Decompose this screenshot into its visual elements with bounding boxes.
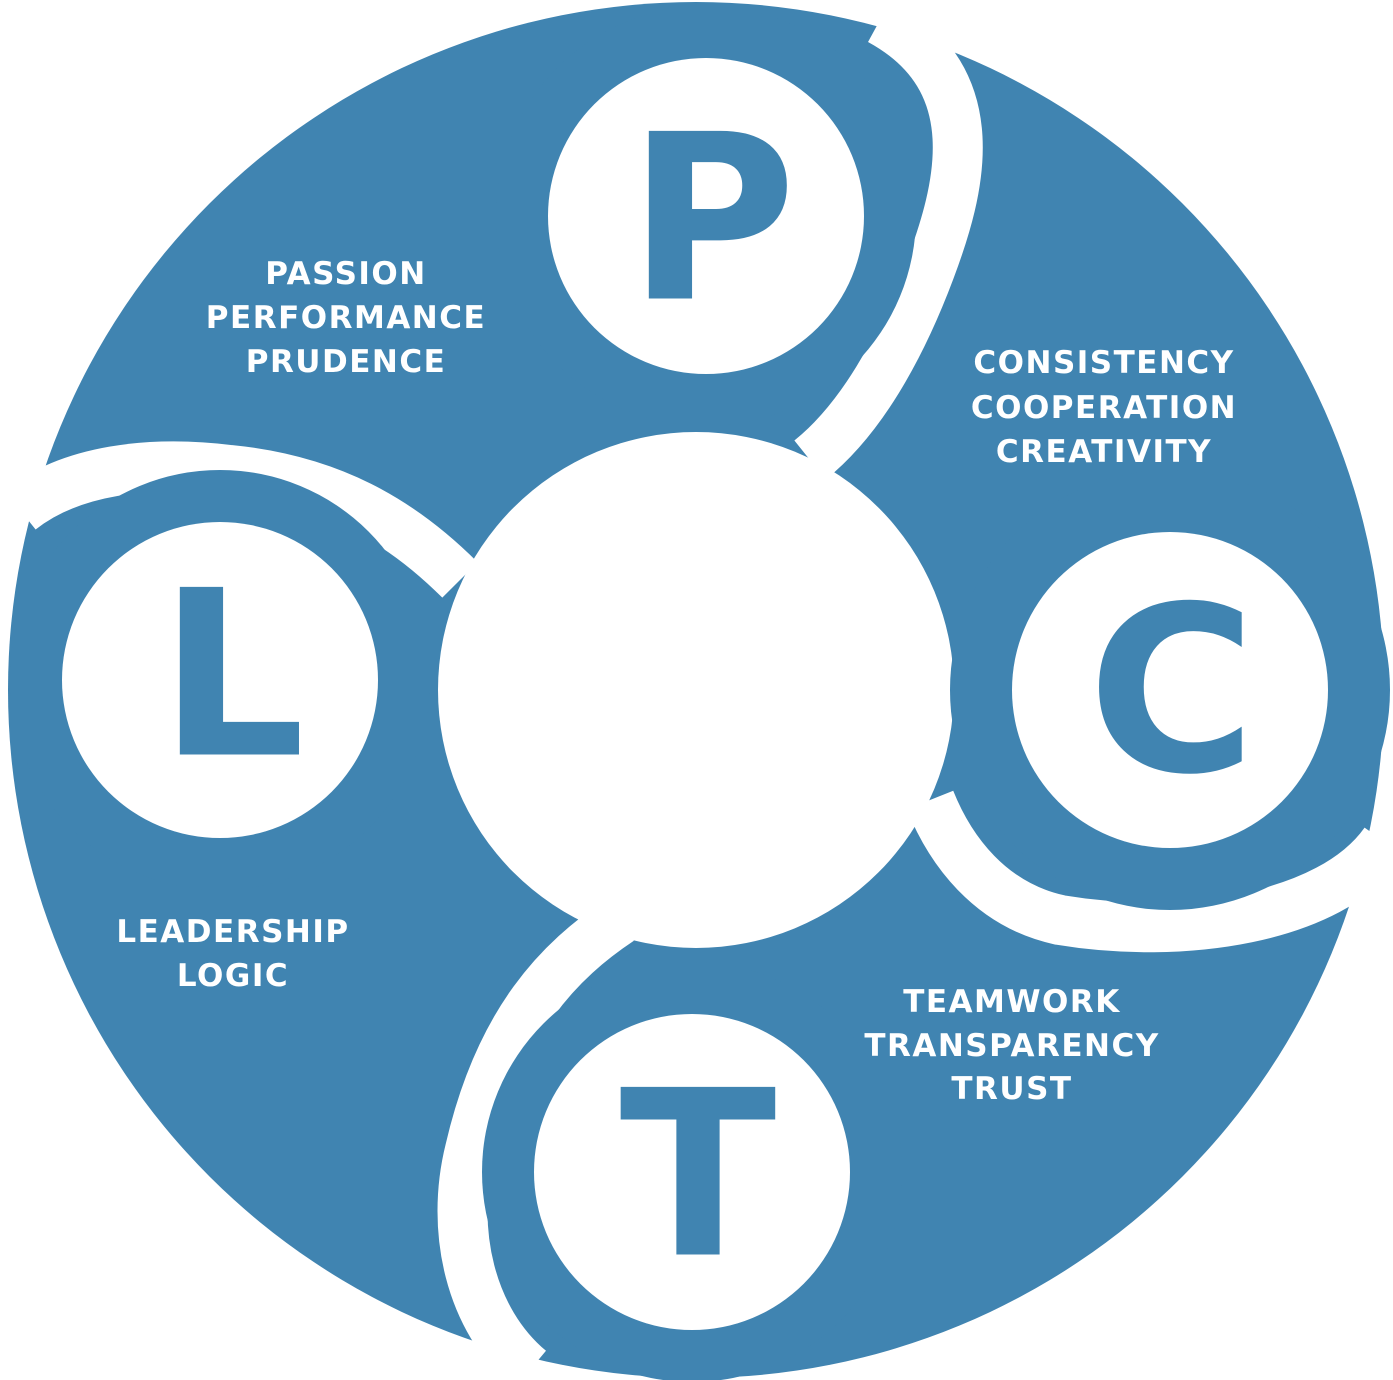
value-text: TEAMWORK [903,984,1121,1020]
value-text: PASSION [265,256,426,292]
value-text: TRUST [951,1071,1072,1107]
values-t: TEAMWORK TRANSPARENCY TRUST [864,984,1159,1107]
value-text: PRUDENCE [246,344,447,380]
center-hub [438,432,954,948]
c-circle [1012,532,1328,848]
letter-t: T [620,1043,777,1310]
letters: P C T L [159,87,1257,1310]
t-circle [534,1014,850,1330]
value-text: PERFORMANCE [206,300,486,336]
value-text: LOGIC [177,958,289,994]
channel-top-left [4,441,478,598]
values-c: CONSISTENCY COOPERATION CREATIVITY [971,345,1237,470]
letter-circles [10,6,1390,1380]
value-text: TRANSPARENCY [864,1028,1159,1064]
l-circle [62,522,378,838]
values-l: LEADERSHIP LOGIC [116,914,349,994]
letter-c: C [1088,559,1257,826]
value-text: COOPERATION [971,390,1237,426]
value-text: CREATIVITY [996,434,1212,470]
separator-channels [4,0,1393,1380]
value-text: CONSISTENCY [973,345,1234,381]
letter-l: L [159,543,306,810]
channel-bottom-right [906,790,1393,953]
value-text: LEADERSHIP [116,914,349,950]
channel-bottom-left [437,899,634,1380]
values-p: PASSION PERFORMANCE PRUDENCE [206,256,486,380]
p-circle [548,58,864,374]
channel-top-right [793,0,983,480]
letter-p: P [628,87,797,354]
